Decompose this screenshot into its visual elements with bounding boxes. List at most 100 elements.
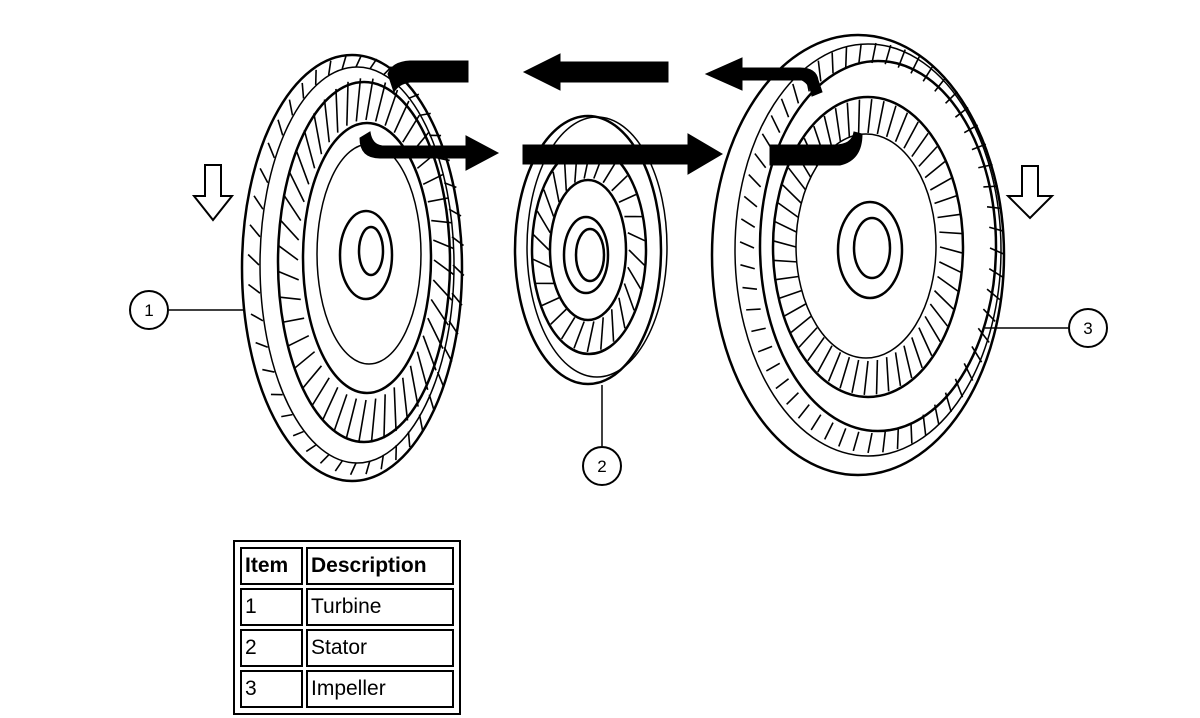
- impeller-blade: [918, 146, 938, 167]
- turbine-blade: [288, 334, 310, 347]
- turbine-blade: [277, 244, 299, 261]
- impeller-blade: [770, 115, 781, 134]
- stator-blade: [618, 193, 637, 203]
- impeller-blade: [834, 107, 842, 142]
- impeller-blade: [773, 240, 797, 248]
- impeller-blade: [924, 161, 946, 179]
- impeller-blade: [929, 303, 949, 327]
- turbine-blade: [334, 460, 343, 472]
- rotation-arrow-right: [1005, 165, 1055, 220]
- turbine-blade: [448, 208, 462, 217]
- flow-arrow-turbine-to-stator: [359, 131, 500, 171]
- stator-blade: [543, 189, 555, 217]
- impeller-drawing: [710, 33, 1006, 477]
- turbine-blade: [402, 114, 421, 143]
- callout-1-label: 1: [144, 301, 153, 320]
- impeller-blade: [945, 91, 958, 104]
- impeller-blade: [989, 247, 1005, 255]
- turbine-blade: [294, 351, 316, 369]
- turbine-blade: [249, 224, 261, 238]
- impeller-blade: [929, 177, 952, 191]
- impeller-blade: [963, 124, 979, 134]
- turbine-blade: [382, 66, 393, 76]
- impeller-blade: [776, 275, 799, 281]
- turbine-blade: [365, 78, 374, 121]
- turbine-blade: [448, 320, 459, 335]
- impeller-blade: [798, 327, 818, 348]
- impeller-blade: [937, 213, 960, 219]
- impeller-blade: [757, 345, 773, 353]
- turbine-blade: [322, 387, 339, 420]
- turbine-blade: [393, 387, 397, 432]
- flow-arrow-stator-to-impeller: [522, 133, 723, 175]
- row-item: 1: [240, 588, 303, 626]
- turbine-blade: [408, 93, 420, 100]
- impeller-blade: [910, 56, 921, 74]
- turbine-blade: [452, 264, 465, 277]
- turbine-blade: [247, 283, 261, 294]
- stator-blade: [623, 283, 635, 311]
- impeller-blade: [933, 290, 954, 310]
- impeller-blade: [851, 359, 860, 394]
- callout-3: 3: [985, 308, 1108, 348]
- turbine-blade: [267, 142, 276, 159]
- impeller-blade: [911, 132, 929, 158]
- impeller-blade: [786, 392, 799, 405]
- turbine-blade: [341, 55, 347, 70]
- impeller-blade: [934, 195, 957, 205]
- stator-blade: [533, 234, 550, 251]
- impeller-blade: [983, 185, 998, 188]
- turbine-blade: [253, 195, 264, 210]
- turbine-blade: [416, 351, 429, 391]
- impeller-blade: [754, 153, 767, 169]
- turbine-blade: [346, 81, 349, 126]
- impeller-blade: [844, 46, 848, 68]
- row-description: Stator: [306, 629, 454, 667]
- impeller-blade: [751, 327, 766, 333]
- impeller-blade: [963, 362, 974, 381]
- callout-1: 1: [129, 290, 244, 330]
- turbine-blade: [279, 219, 300, 241]
- turbine-blade: [295, 149, 310, 185]
- turbine-blade: [419, 112, 431, 117]
- turbine-blade: [355, 78, 362, 122]
- callout-2-label: 2: [597, 457, 606, 476]
- turbine-blade: [374, 82, 387, 122]
- turbine-blade: [335, 88, 339, 133]
- row-item: 2: [240, 629, 303, 667]
- impeller-blade: [739, 241, 755, 249]
- header-item: Item: [240, 547, 303, 585]
- impeller-blade: [792, 83, 800, 104]
- stator-blade: [552, 171, 560, 203]
- impeller-blade: [939, 231, 962, 235]
- stator-blade: [628, 249, 645, 266]
- impeller-blade: [982, 308, 996, 323]
- impeller-blade: [831, 52, 834, 74]
- impeller-blade: [810, 414, 822, 431]
- impeller-blade: [911, 337, 923, 369]
- stator-blade: [550, 308, 567, 325]
- row-description: Turbine: [306, 588, 454, 626]
- impeller-blade: [986, 206, 1002, 210]
- impeller-blade: [954, 378, 964, 398]
- impeller-blade: [894, 352, 902, 387]
- impeller-blade: [852, 431, 860, 452]
- impeller-blade: [790, 315, 812, 333]
- flow-arrow-impeller-inner: [769, 131, 863, 166]
- impeller-blade: [924, 315, 941, 343]
- stator-blade: [610, 309, 615, 342]
- impeller-blade: [876, 100, 885, 135]
- turbine-blade: [279, 296, 301, 301]
- turbine-blade: [303, 129, 316, 169]
- rotation-arrow-left: [191, 164, 235, 222]
- impeller-blade: [986, 288, 1001, 301]
- header-description: Description: [306, 547, 454, 585]
- stator-blade: [627, 266, 642, 290]
- turbine-blade: [345, 398, 358, 438]
- impeller-blade: [817, 60, 822, 82]
- impeller-blade: [882, 431, 887, 453]
- impeller-blade: [903, 121, 919, 149]
- turbine-blade: [250, 313, 264, 322]
- impeller-blade: [884, 44, 892, 65]
